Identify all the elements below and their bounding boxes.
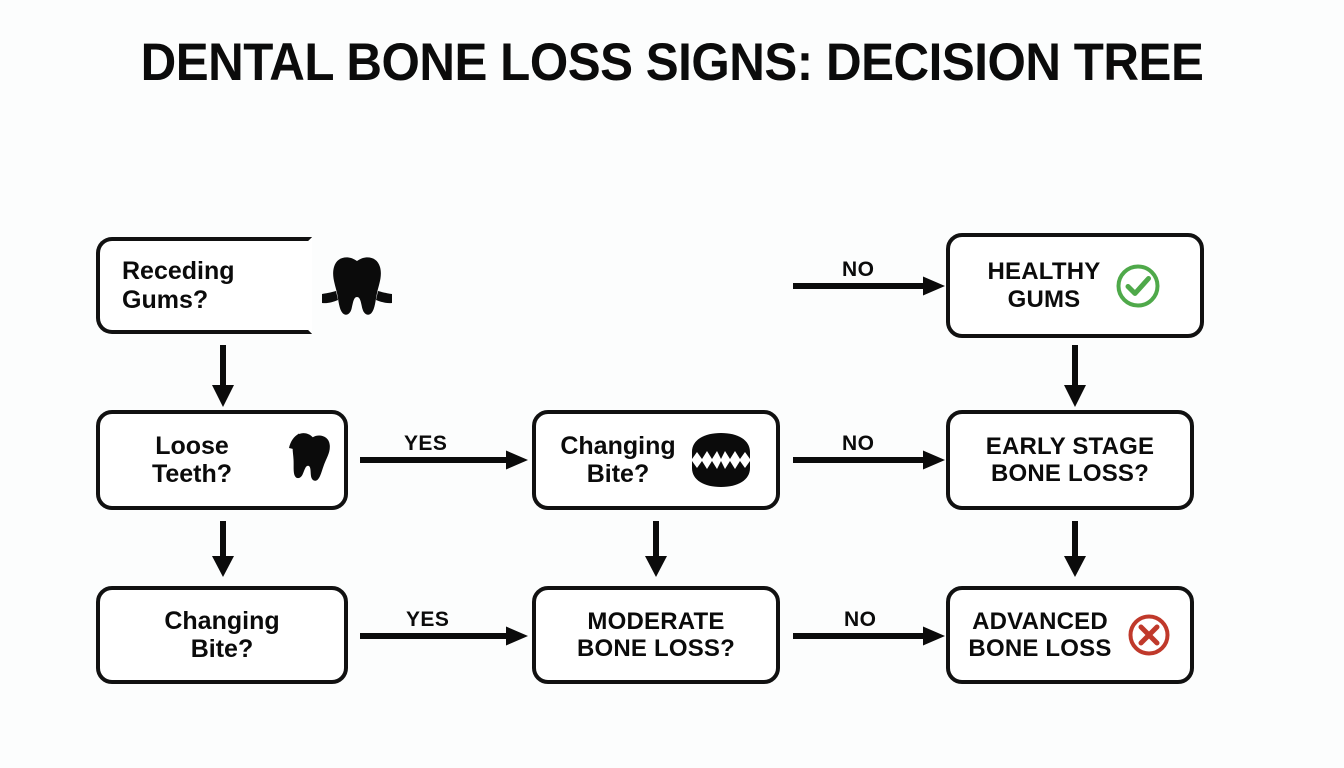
edge-label-changing-bite-to-early: NO xyxy=(842,432,875,455)
arrow-healthy-to-early-stage xyxy=(1062,345,1088,407)
page-title: DENTAL BONE LOSS SIGNS: DECISION TREE xyxy=(140,33,1204,92)
node-loose-teeth[interactable]: Loose Teeth? xyxy=(96,410,348,510)
tooth-receding-gums-icon xyxy=(322,253,392,319)
arrow-changing-bite-bottom-to-moderate xyxy=(360,625,528,647)
arrow-loose-to-changing-bite xyxy=(360,449,528,471)
node-early-stage-bone-loss-label: EARLY STAGE BONE LOSS? xyxy=(985,432,1155,487)
node-advanced-bone-loss-label: ADVANCED BONE LOSS xyxy=(968,607,1112,662)
arrow-moderate-to-advanced xyxy=(793,625,945,647)
check-circle-icon xyxy=(1114,262,1162,310)
node-moderate-bone-loss[interactable]: MODERATE BONE LOSS? xyxy=(532,586,780,684)
edge-label-changing-bite-bottom-to-moderate: YES xyxy=(406,608,450,631)
node-changing-bite-bottom[interactable]: Changing Bite? xyxy=(96,586,348,684)
arrow-loose-teeth-to-changing-bite-bottom xyxy=(210,521,236,577)
node-loose-teeth-label: Loose Teeth? xyxy=(151,431,233,488)
arrow-changing-bite-to-early xyxy=(793,449,945,471)
edge-label-moderate-to-advanced: NO xyxy=(844,608,877,631)
edge-label-receding-to-healthy: NO xyxy=(842,258,875,281)
bite-teeth-icon xyxy=(690,432,752,488)
node-receding-gums-label: Receding Gums? xyxy=(122,257,235,314)
x-circle-icon xyxy=(1126,612,1172,658)
node-receding-gums[interactable]: Receding Gums? xyxy=(96,237,312,334)
node-healthy-gums[interactable]: HEALTHY GUMS xyxy=(946,233,1204,338)
arrow-receding-to-loose-teeth xyxy=(210,345,236,407)
node-changing-bite-bottom-label: Changing Bite? xyxy=(164,606,280,663)
arrow-receding-to-healthy xyxy=(793,275,945,297)
edge-label-loose-to-changing-bite: YES xyxy=(404,432,448,455)
node-healthy-gums-label: HEALTHY GUMS xyxy=(987,258,1101,313)
loose-tooth-icon xyxy=(284,431,330,489)
node-moderate-bone-loss-label: MODERATE BONE LOSS? xyxy=(576,607,735,662)
node-advanced-bone-loss[interactable]: ADVANCED BONE LOSS xyxy=(946,586,1194,684)
arrow-early-stage-to-advanced xyxy=(1062,521,1088,577)
node-early-stage-bone-loss[interactable]: EARLY STAGE BONE LOSS? xyxy=(946,410,1194,510)
node-changing-bite-middle-label: Changing Bite? xyxy=(560,431,676,488)
arrow-changing-bite-to-moderate xyxy=(643,521,669,577)
node-changing-bite-middle[interactable]: Changing Bite? xyxy=(532,410,780,510)
